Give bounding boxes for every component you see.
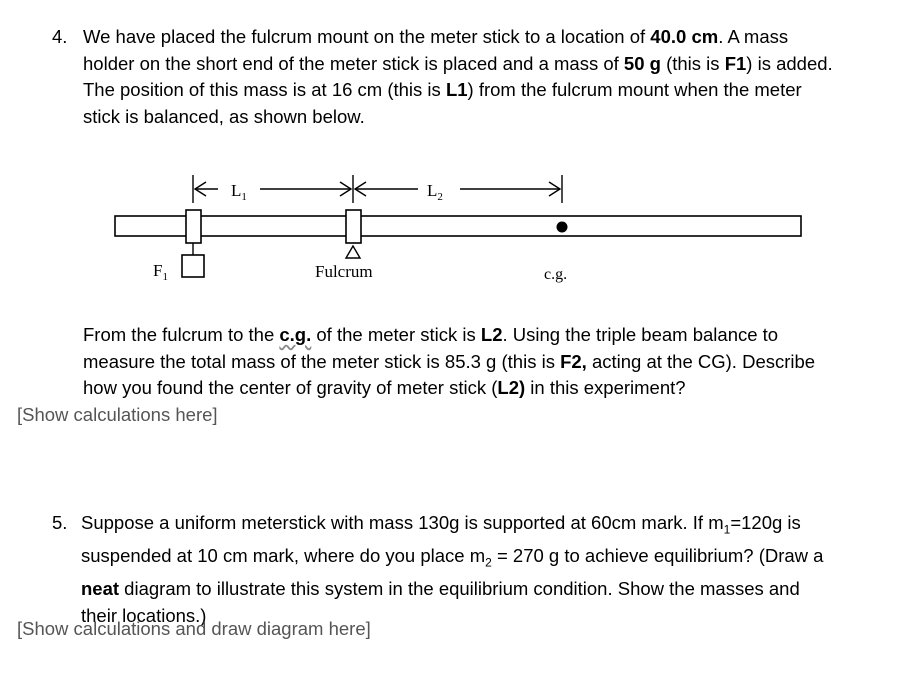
q5-line-2-a: suspended at 10 cm mark, where do you pl… bbox=[81, 545, 486, 567]
q5-line-4-a: their locations.) bbox=[81, 604, 207, 626]
q4-line-2-b: (this is bbox=[660, 52, 725, 74]
q4p2-line-2-a: measure the total mass of the meter stic… bbox=[83, 350, 561, 372]
q4-fulcrum-location: 40.0 cm bbox=[650, 26, 719, 47]
q4p2-line-3-b: in this experiment? bbox=[525, 377, 686, 398]
q4p2-line-1-b: of the meter stick is bbox=[311, 324, 481, 345]
q4-line-3-b: ) from the fulcrum mount when the meter bbox=[467, 79, 802, 100]
q5-line-4: their locations.) bbox=[81, 603, 823, 630]
q4p2-line-1: From the fulcrum to the c.g. of the mete… bbox=[83, 322, 815, 349]
q4p2-l2-ref: L2) bbox=[497, 377, 526, 398]
dimension-arrows bbox=[192, 175, 563, 203]
q5-m2-sub: 2 bbox=[485, 555, 492, 570]
q4-l1-label: L1 bbox=[445, 79, 468, 100]
l2-label: L2 bbox=[427, 181, 443, 203]
fulcrum-clamp bbox=[345, 209, 362, 244]
q5-line-3-b: diagram to illustrate this system in the… bbox=[119, 578, 800, 600]
question-5-text: Suppose a uniform meterstick with mass 1… bbox=[81, 510, 823, 629]
q4-line-3: The position of this mass is at 16 cm (t… bbox=[83, 77, 833, 104]
f1-label: F1 bbox=[153, 261, 168, 283]
q4-line-4-a: stick is balanced, as shown below. bbox=[83, 105, 365, 127]
q4-line-3-a: The position of this mass is at 16 cm (t… bbox=[83, 79, 446, 100]
cg-label: c.g. bbox=[544, 266, 567, 283]
fulcrum-triangle bbox=[344, 244, 362, 259]
meter-stick bbox=[114, 215, 802, 237]
q5-answer-prompt[interactable]: [Show calculations and draw diagram here… bbox=[17, 618, 371, 639]
q4p2-line-1-c: . Using the triple beam balance to bbox=[502, 324, 779, 345]
l1-label: L1 bbox=[231, 181, 247, 203]
q5-m1-sub: 1 bbox=[723, 522, 731, 537]
q4-mass-value: 50 g bbox=[623, 52, 661, 74]
q4p2-line-3: how you found the center of gravity of m… bbox=[83, 375, 815, 402]
q5-line-1: Suppose a uniform meterstick with mass 1… bbox=[81, 510, 823, 543]
q5-line-1-a: Suppose a uniform meterstick with mass 1… bbox=[81, 512, 724, 533]
question-4-part-2: From the fulcrum to the c.g. of the mete… bbox=[83, 322, 815, 402]
q4-answer-prompt[interactable]: [Show calculations here] bbox=[17, 404, 218, 425]
q4p2-line-1-a: From the fulcrum to the bbox=[83, 324, 280, 345]
question-4-number: 4. bbox=[52, 26, 68, 47]
question-5-number: 5. bbox=[52, 512, 68, 533]
q5-line-2-b: = 270 g to achieve equilibrium? (Draw a bbox=[491, 545, 824, 567]
hanging-mass-box bbox=[181, 254, 205, 278]
q4-line-2-c: ) is added. bbox=[746, 52, 833, 74]
q4-line-1: We have placed the fulcrum mount on the … bbox=[83, 24, 833, 51]
q4p2-f2-label: F2, bbox=[560, 350, 587, 372]
q4-line-1-b: . A mass bbox=[718, 26, 789, 47]
q5-line-1-b: =120g is bbox=[730, 512, 801, 533]
meter-stick-diagram: L1 L2 F1 Fulcrum c.g. bbox=[114, 175, 802, 283]
l1-right-arrowhead bbox=[339, 181, 353, 197]
fulcrum-label: Fulcrum bbox=[315, 262, 373, 281]
q4p2-l2-label: L2 bbox=[480, 324, 503, 345]
q4-f1-label: F1 bbox=[724, 52, 747, 74]
q4p2-cg: c.g. bbox=[279, 324, 312, 345]
question-4-text: We have placed the fulcrum mount on the … bbox=[83, 24, 833, 130]
q4-line-4: stick is balanced, as shown below. bbox=[83, 104, 833, 131]
mass-holder-clamp bbox=[185, 209, 202, 244]
q5-line-3: neat diagram to illustrate this system i… bbox=[81, 576, 823, 603]
q4p2-line-2: measure the total mass of the meter stic… bbox=[83, 349, 815, 376]
q5-neat: neat bbox=[81, 578, 120, 600]
cg-dot bbox=[556, 221, 568, 233]
q4-line-1-a: We have placed the fulcrum mount on the … bbox=[83, 26, 651, 47]
q4p2-line-3-a: how you found the center of gravity of m… bbox=[83, 377, 498, 398]
q5-line-2: suspended at 10 cm mark, where do you pl… bbox=[81, 543, 823, 576]
q4p2-line-2-b: acting at the CG). Describe bbox=[586, 350, 816, 372]
q4-line-2: holder on the short end of the meter sti… bbox=[83, 51, 833, 78]
q4-line-2-a: holder on the short end of the meter sti… bbox=[83, 52, 624, 74]
l2-right-arrowhead bbox=[548, 181, 562, 197]
